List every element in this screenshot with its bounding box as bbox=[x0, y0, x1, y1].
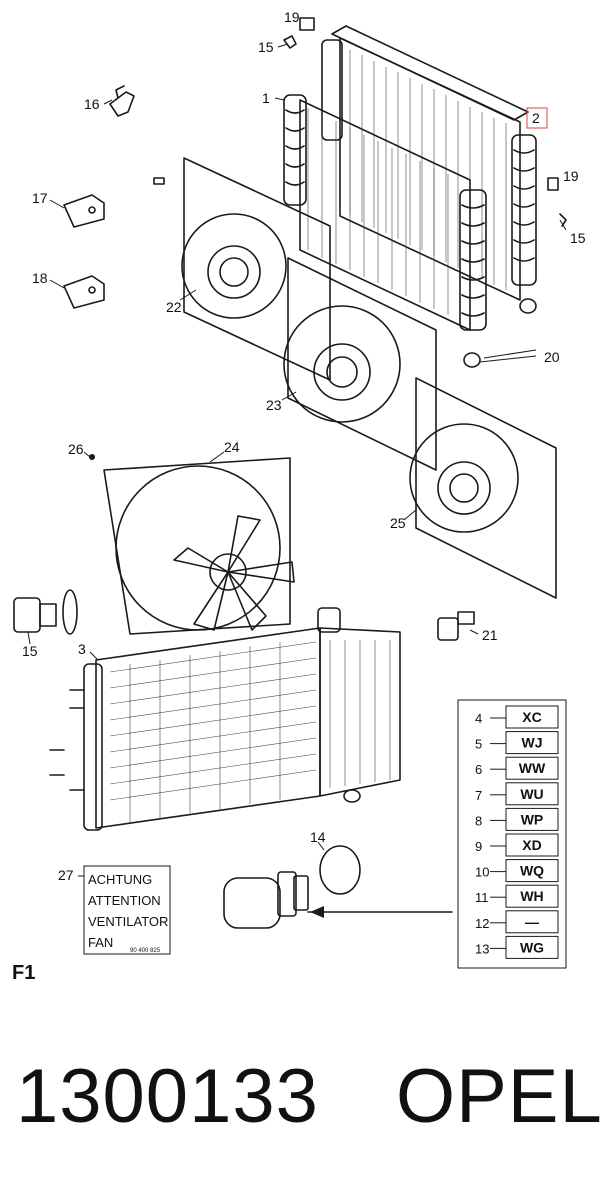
callout-17: 17 bbox=[32, 190, 48, 206]
callout-26: 26 bbox=[68, 441, 84, 457]
code-box bbox=[505, 756, 559, 780]
thermo-switch-drawing bbox=[223, 845, 453, 929]
sign-line-1: ACHTUNG bbox=[88, 872, 152, 887]
callout-15-top: 15 bbox=[258, 39, 274, 55]
code-row: 6 WW bbox=[475, 756, 559, 780]
radiator-upper-drawing bbox=[283, 17, 567, 368]
code-row: 9 XD bbox=[475, 833, 559, 857]
code-box bbox=[505, 884, 559, 908]
code-box bbox=[505, 782, 559, 806]
callout-15-right: 15 bbox=[570, 230, 586, 246]
code-row: 7 WU bbox=[475, 782, 559, 806]
code-row: 13 WG bbox=[475, 935, 559, 959]
exploded-parts-diagram: ACHTUNG ATTENTION VENTILATOR FAN 90 400 … bbox=[13, 9, 586, 969]
callout-21: 21 bbox=[482, 627, 498, 643]
bracket-drawings bbox=[63, 85, 165, 309]
callout-1: 1 bbox=[262, 90, 270, 106]
sign-line-2: ATTENTION bbox=[88, 893, 161, 908]
code-row-number: 4 bbox=[475, 711, 482, 726]
code-value: WJ bbox=[522, 735, 543, 751]
callout-25: 25 bbox=[390, 515, 406, 531]
code-value: WU bbox=[520, 786, 543, 802]
code-value: WH bbox=[520, 888, 543, 904]
bolt-21-drawing bbox=[437, 611, 475, 641]
callout-23: 23 bbox=[266, 397, 282, 413]
code-row-number: 12 bbox=[475, 916, 489, 931]
drain-plug-drawing bbox=[13, 589, 78, 635]
fan-assembly-24-drawing bbox=[89, 454, 295, 635]
code-row-number: 7 bbox=[475, 788, 482, 803]
callout-19-right: 19 bbox=[563, 168, 579, 184]
variant-code-table: 4 XC 5 WJ 6 WW 7 WU 8 WP 9 XD 10 WQ 11 WH 12 — 13 WG bbox=[457, 699, 567, 969]
callout-3: 3 bbox=[78, 641, 86, 657]
brand-name: OPEL bbox=[396, 1054, 600, 1139]
code-row: 4 XC bbox=[475, 705, 559, 729]
code-value: WW bbox=[519, 760, 546, 776]
callout-27: 27 bbox=[58, 867, 74, 883]
code-value: XD bbox=[522, 837, 541, 853]
code-value: XC bbox=[522, 709, 541, 725]
code-box bbox=[505, 705, 559, 729]
code-row-number: 13 bbox=[475, 941, 489, 956]
highlight-box-part-2 bbox=[526, 107, 548, 129]
code-value: — bbox=[525, 914, 539, 930]
sign-code: 90 400 825 bbox=[130, 948, 161, 954]
code-row: 10 WQ bbox=[475, 859, 559, 883]
code-box bbox=[505, 859, 559, 883]
code-box bbox=[505, 833, 559, 857]
arrow-head bbox=[310, 906, 324, 918]
warning-sign-27: ACHTUNG ATTENTION VENTILATOR FAN 90 400 … bbox=[83, 865, 171, 955]
callout-14: 14 bbox=[310, 829, 326, 845]
code-box bbox=[505, 807, 559, 831]
code-row-number: 9 bbox=[475, 839, 482, 854]
callout-18: 18 bbox=[32, 270, 48, 286]
sign-line-4: FAN bbox=[88, 935, 113, 950]
code-row-number: 5 bbox=[475, 737, 482, 752]
figure-label: F1 bbox=[12, 962, 36, 984]
code-row-number: 6 bbox=[475, 762, 482, 777]
callout-20: 20 bbox=[544, 349, 560, 365]
code-value: WP bbox=[521, 811, 544, 827]
callout-2: 2 bbox=[532, 110, 540, 126]
part-number: 1300133 bbox=[16, 1054, 319, 1139]
code-box bbox=[505, 910, 559, 934]
code-value: WG bbox=[520, 939, 544, 955]
callout-16: 16 bbox=[84, 96, 100, 112]
radiator-3-drawing bbox=[49, 607, 401, 831]
code-row-number: 10 bbox=[475, 865, 489, 880]
fan-shroud-23-drawing bbox=[283, 257, 437, 471]
code-value: WQ bbox=[520, 863, 544, 879]
callout-19-top: 19 bbox=[284, 9, 300, 25]
code-row-number: 11 bbox=[475, 890, 489, 905]
fan-shroud-25-drawing bbox=[409, 377, 557, 599]
code-row: 5 WJ bbox=[475, 731, 559, 755]
code-row: 12 — bbox=[475, 910, 559, 934]
code-box bbox=[505, 935, 559, 959]
leader-lines bbox=[27, 43, 567, 877]
code-row: 8 WP bbox=[475, 807, 559, 831]
sign-line-3: VENTILATOR bbox=[88, 914, 168, 929]
code-row-number: 8 bbox=[475, 813, 482, 828]
callout-24: 24 bbox=[224, 439, 240, 455]
code-box bbox=[505, 731, 559, 755]
code-row: 11 WH bbox=[475, 884, 559, 908]
callout-15-plug: 15 bbox=[22, 643, 38, 659]
callout-22: 22 bbox=[166, 299, 182, 315]
